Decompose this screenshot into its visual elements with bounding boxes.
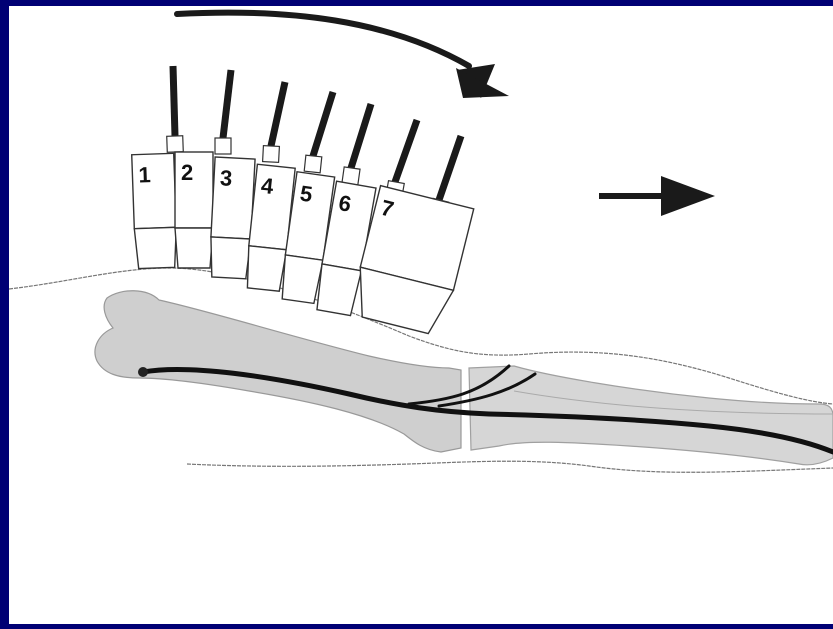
- probe-label-2: 2: [181, 160, 193, 185]
- probe-cable-2: [223, 70, 231, 138]
- probe-label-1: 1: [138, 162, 151, 187]
- probe-body-3: [211, 157, 255, 239]
- leg-lower-contour: [187, 461, 833, 472]
- probe-connector-1: [167, 136, 184, 153]
- probe-face-3: [209, 237, 251, 279]
- probe-2: 2: [175, 152, 213, 268]
- probe-cable-6: [395, 120, 417, 182]
- curved-arrow-path: [177, 13, 469, 66]
- probe-cable-4: [313, 92, 333, 156]
- probe-1: 1: [132, 153, 178, 268]
- probe-face-1: [134, 227, 177, 268]
- probe-cable-3: [271, 82, 285, 146]
- probe-connector-3: [263, 146, 280, 163]
- straight-arrow: [599, 176, 715, 216]
- probe-face-2: [175, 228, 213, 268]
- probe-cable-1: [173, 66, 175, 136]
- probe-connector-4: [304, 155, 322, 173]
- probe-label-3: 3: [219, 165, 233, 191]
- probe-face-4: [244, 246, 286, 292]
- catheter-tip: [138, 367, 148, 377]
- probe-face-6: [314, 264, 361, 316]
- probe-cable-7: [439, 136, 461, 200]
- probe-face-5: [279, 255, 323, 304]
- probe-cable-5: [351, 104, 371, 168]
- straight-arrow-head: [661, 176, 715, 216]
- probe-connector-2: [215, 138, 231, 154]
